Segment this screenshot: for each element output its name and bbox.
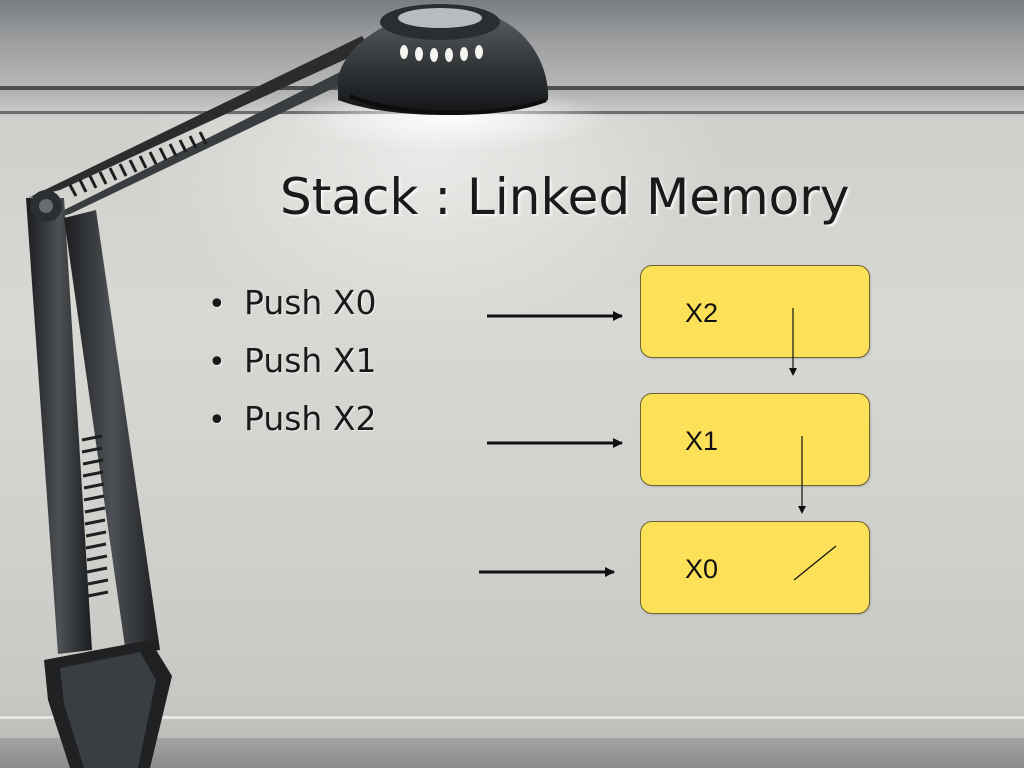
node-label: X0 [685,554,719,584]
node-label: X1 [685,426,719,456]
bullet-icon: • [208,403,226,438]
stack-node-x2: X2 [640,265,870,358]
bullet-item: • Push X2 [208,398,376,456]
bullet-list: • Push X0 • Push X1 • Push X2 [208,282,376,456]
slide-title: Stack : Linked Memory [280,168,850,226]
bullet-text: Push X1 [244,341,377,380]
stack-node-x1: X1 [640,393,870,486]
bullet-icon: • [208,345,226,380]
stack-node-x0: X0 [640,521,870,614]
wall-bottom-panel [0,738,1024,768]
bullet-item: • Push X0 [208,282,376,340]
node-label: X2 [685,298,719,328]
wall-bottom-rail-line [0,716,1024,719]
bullet-text: Push X2 [244,399,377,438]
bullet-text: Push X0 [244,283,377,322]
bullet-icon: • [208,287,226,322]
bullet-item: • Push X1 [208,340,376,398]
